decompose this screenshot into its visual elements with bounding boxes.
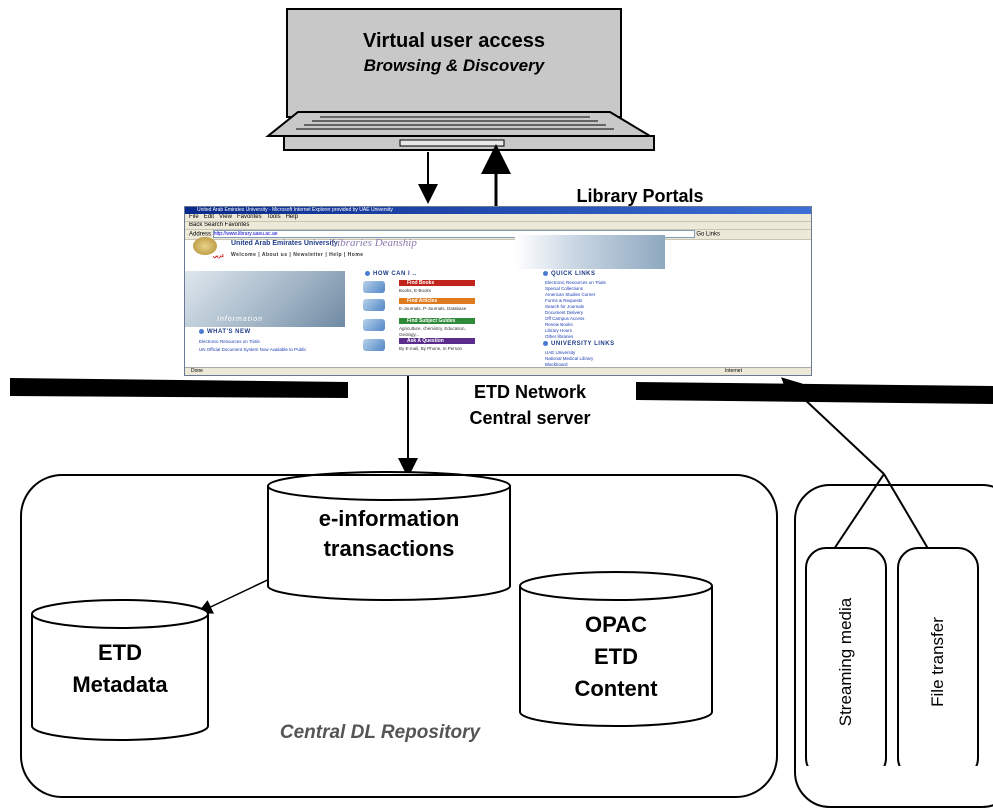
laptop-screen: Virtual user access Browsing & Discovery [286, 8, 622, 118]
menu-favorites[interactable]: Favorites [236, 214, 262, 220]
arrow-media-to-portal [781, 377, 885, 475]
subject-guides-desc: Agriculture, chemistry, Education, Geolo… [399, 326, 466, 337]
diagram-graphics [10, 111, 993, 766]
library-portal-browser: United Arab Emirates University - Micros… [184, 206, 812, 376]
quick-link[interactable]: Renew Books [545, 322, 573, 327]
laptop-touchpad [399, 139, 505, 147]
opac-line2: ETD [594, 644, 638, 669]
university-link[interactable]: UAE University [545, 350, 576, 355]
subject-guides-icon [363, 319, 385, 331]
university-link[interactable]: National Medical Library [545, 356, 594, 361]
university-name: United Arab Emirates University [231, 240, 338, 247]
find-articles-desc: E-Journals, P-Journals, Database [399, 306, 467, 311]
quick-links-heading: QUICK LINKS [543, 271, 596, 277]
transactions-line2: transactions [323, 536, 455, 561]
keyboard-keys [296, 116, 614, 130]
metadata-line1: ETD [98, 640, 142, 665]
portal-page: United Arab Emirates University Librarie… [185, 235, 811, 367]
network-label-line2: Central server [469, 408, 591, 428]
network-bar-left [10, 378, 348, 398]
university-logo-icon [193, 237, 217, 255]
quick-link[interactable]: Electronic Resources on Trials [545, 280, 606, 285]
articles-icon [363, 299, 385, 311]
streaming-box [805, 547, 887, 766]
transactions-line1: e-information [318, 506, 460, 531]
ask-question-desc: By E-mail, By Phone, In Person [399, 346, 463, 351]
quick-link[interactable]: Special Collections [545, 286, 584, 291]
network-label-line1: ETD Network [473, 382, 587, 402]
menu-tools[interactable]: Tools [266, 214, 281, 220]
cylinder-opac [519, 571, 713, 727]
quick-link[interactable]: Library Hours [545, 328, 573, 333]
bullet-icon [543, 341, 548, 346]
file-transfer-box [897, 547, 979, 766]
browser-titlebar: United Arab Emirates University - Micros… [185, 207, 811, 214]
laptop-title: Virtual user access [363, 30, 545, 52]
browser-addressbar: Address http://www.library.uaeu.ac.ae Go… [185, 230, 811, 240]
go-button[interactable]: Go [696, 231, 705, 238]
arabic-link[interactable]: عربي [213, 253, 225, 259]
information-image: Information [185, 271, 345, 327]
university-links-heading: UNIVERSITY LINKS [543, 341, 615, 347]
library-portals-label: Library Portals [576, 186, 704, 206]
quick-link[interactable]: American Studies Corner [545, 292, 596, 297]
bullet-icon [199, 329, 204, 334]
browser-statusbar: Done Internet [185, 367, 811, 375]
find-books-desc: Books, E-Books [399, 288, 432, 293]
links-button[interactable]: Links [706, 231, 721, 238]
find-books-button[interactable]: Find Books [399, 280, 475, 286]
information-image-text: Information [217, 316, 264, 323]
cylinder-transactions [267, 471, 511, 601]
cylinder-metadata [31, 599, 209, 741]
find-subject-guides-button[interactable]: Find Subject Guides [399, 318, 475, 324]
streaming-media-label: Streaming media [836, 597, 855, 727]
line-transactions-to-metadata [197, 574, 279, 614]
network-bar-right [636, 382, 993, 404]
file-transfer-label: File transfer [928, 617, 947, 707]
status-left: Done [191, 368, 203, 374]
laptop-subtitle: Browsing & Discovery [363, 56, 545, 75]
browser-toolbar[interactable]: Back Search Favorites [185, 222, 811, 230]
ask-question-button[interactable]: Ask A Question [399, 338, 475, 344]
opac-line3: Content [574, 676, 658, 701]
status-right: Internet [725, 368, 742, 374]
question-icon [363, 339, 385, 351]
quick-link[interactable]: Off Campus Access [545, 316, 585, 321]
menu-help[interactable]: Help [285, 214, 298, 220]
menu-file[interactable]: File [189, 214, 199, 220]
portal-nav[interactable]: Welcome | About us | Newsletter | Help |… [231, 252, 364, 258]
how-can-i-heading: HOW CAN I .. [365, 271, 417, 277]
university-link[interactable]: Blackboard [545, 362, 568, 367]
repository-label: Central DL Repository [279, 722, 481, 743]
laptop-keyboard [265, 111, 654, 137]
line-to-file-transfer [883, 473, 931, 553]
menu-view[interactable]: View [219, 214, 232, 220]
quick-link[interactable]: Document Delivery [545, 310, 584, 315]
quick-link[interactable]: Search for Journals [545, 304, 585, 309]
whats-new-item[interactable]: UN Official Document System Now Availabl… [199, 347, 307, 352]
bullet-icon [365, 271, 370, 276]
find-articles-button[interactable]: Find Articles [399, 298, 475, 304]
whats-new-item[interactable]: Electronic Resources on Trials [199, 339, 260, 344]
menu-edit[interactable]: Edit [203, 214, 215, 220]
line-to-streaming [831, 473, 885, 553]
quick-link[interactable]: Forms & Requests [545, 298, 583, 303]
browser-menubar: File Edit View Favorites Tools Help [185, 214, 811, 222]
books-icon [363, 281, 385, 293]
address-label: Address [189, 231, 212, 238]
bullet-icon [543, 271, 548, 276]
metadata-line2: Metadata [72, 672, 168, 697]
header-building-image [515, 235, 665, 269]
libraries-brand: Libraries Deanship [331, 237, 417, 249]
opac-line1: OPAC [585, 612, 647, 637]
media-services-group [794, 484, 993, 808]
whats-new-heading: WHAT'S NEW [199, 329, 251, 335]
quick-link[interactable]: Other libraries [545, 334, 574, 339]
